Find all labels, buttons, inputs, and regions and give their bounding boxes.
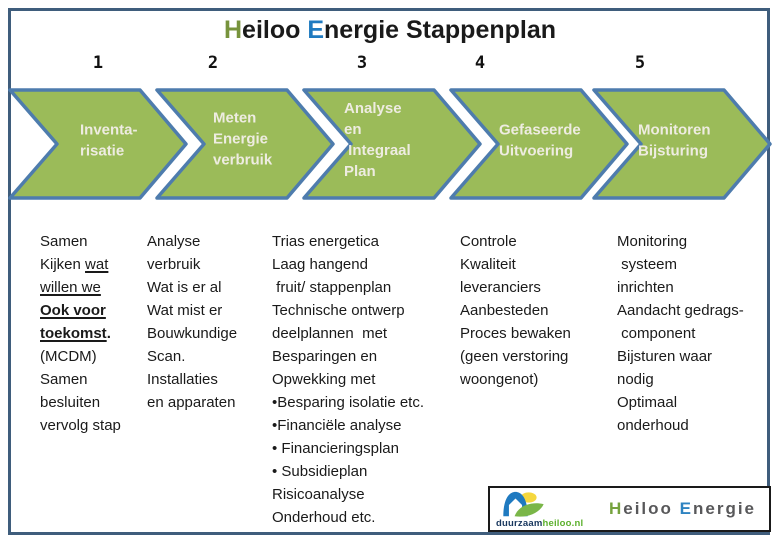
note-line: Controle bbox=[460, 233, 517, 250]
note-line: • Subsidieplan bbox=[272, 463, 368, 480]
note-line: Optimaal bbox=[617, 394, 678, 411]
note-line: •Besparing isolatie etc. bbox=[272, 394, 424, 411]
chevron-label: Inventa-risatie bbox=[80, 121, 138, 160]
note-line: Installaties bbox=[147, 371, 218, 388]
step-number-3: 3 bbox=[356, 53, 368, 73]
note-line: Wat is er al bbox=[147, 279, 222, 296]
logo-brand-part: E bbox=[679, 499, 693, 518]
note-line: Samen bbox=[40, 371, 88, 388]
note-line: onderhoud bbox=[617, 417, 689, 434]
duurzaamheiloo-logo-icon bbox=[498, 490, 548, 520]
note-line: toekomst. bbox=[40, 325, 111, 342]
title-part: nergie Stappenplan bbox=[324, 16, 557, 44]
note-line: Opwekking met bbox=[272, 371, 376, 388]
note-line: component bbox=[617, 325, 696, 342]
note-line: • Financieringsplan bbox=[272, 440, 399, 457]
logo-site-part: duurzaam bbox=[496, 518, 543, 529]
note-line: Proces bewaken bbox=[460, 325, 571, 342]
note-line: Trias energetica bbox=[272, 233, 379, 250]
note-line: en apparaten bbox=[147, 394, 236, 411]
note-line: fruit/ stappenplan bbox=[272, 279, 392, 296]
note-line: woongenot) bbox=[460, 371, 539, 388]
step-number-2: 2 bbox=[207, 53, 219, 73]
note-line: deelplannen met bbox=[272, 325, 388, 342]
chevron-step-1: Inventa-risatie bbox=[8, 88, 188, 200]
note-line: Bouwkundige bbox=[147, 325, 238, 342]
step-number-4: 4 bbox=[474, 53, 486, 73]
note-line: Aandacht gedrags- bbox=[617, 302, 744, 319]
step-number-1: 1 bbox=[92, 53, 104, 73]
note-line: inrichten bbox=[617, 279, 674, 296]
chevron-arrow-shape bbox=[592, 88, 772, 200]
note-line: •Financiële analyse bbox=[272, 417, 402, 434]
note-line: besluiten bbox=[40, 394, 101, 411]
note-line: Monitoring bbox=[617, 233, 688, 250]
logo-box: duurzaamheiloo.nl Heiloo Energie bbox=[488, 486, 771, 532]
note-line: willen we bbox=[40, 279, 101, 296]
note-line: Kwaliteit bbox=[460, 256, 516, 273]
note-line: verbruik bbox=[147, 256, 201, 273]
note-line: Onderhoud etc. bbox=[272, 509, 376, 526]
logo-brand-part: H bbox=[608, 499, 624, 518]
note-line: Technische ontwerp bbox=[272, 302, 405, 319]
note-line: Ook voor bbox=[40, 302, 106, 319]
note-line: Samen bbox=[40, 233, 88, 250]
page-title: Heiloo Energie Stappenplan bbox=[0, 16, 780, 45]
logo-site-part: heiloo.nl bbox=[542, 518, 584, 529]
note-line: systeem bbox=[617, 256, 678, 273]
note-line: Aanbesteden bbox=[460, 302, 549, 319]
note-line: vervolg stap bbox=[40, 417, 121, 434]
note-line: (MCDM) bbox=[40, 348, 97, 365]
note-line: Risicoanalyse bbox=[272, 486, 365, 503]
logo-brand-part: eiloo bbox=[623, 499, 680, 518]
title-part: eiloo bbox=[242, 16, 308, 44]
note-line: Bijsturen waar bbox=[617, 348, 713, 365]
chevron-arrow-shape bbox=[449, 88, 629, 200]
chevron-arrow-shape bbox=[155, 88, 335, 200]
note-line: (geen verstoring bbox=[460, 348, 569, 365]
note-line: Besparingen en bbox=[272, 348, 378, 365]
note-line: Wat mist er bbox=[147, 302, 223, 319]
note-line: nodig bbox=[617, 371, 654, 388]
logo-brand-text: Heiloo Energie bbox=[602, 499, 763, 519]
chevron-arrow-shape bbox=[8, 88, 188, 200]
chevron-arrow-shape bbox=[302, 88, 482, 200]
note-line: leveranciers bbox=[460, 279, 541, 296]
note-line: Analyse bbox=[147, 233, 201, 250]
logo-brand-part: nergie bbox=[693, 499, 757, 518]
slide-border bbox=[8, 8, 770, 535]
note-line: Scan. bbox=[147, 348, 186, 365]
logo-site-url: duurzaamheiloo.nl bbox=[496, 518, 583, 529]
note-line: Kijken wat bbox=[40, 256, 109, 273]
note-line: Laag hangend bbox=[272, 256, 368, 273]
step-number-5: 5 bbox=[634, 53, 646, 73]
title-part: E bbox=[307, 16, 325, 44]
title-part: H bbox=[223, 16, 243, 44]
